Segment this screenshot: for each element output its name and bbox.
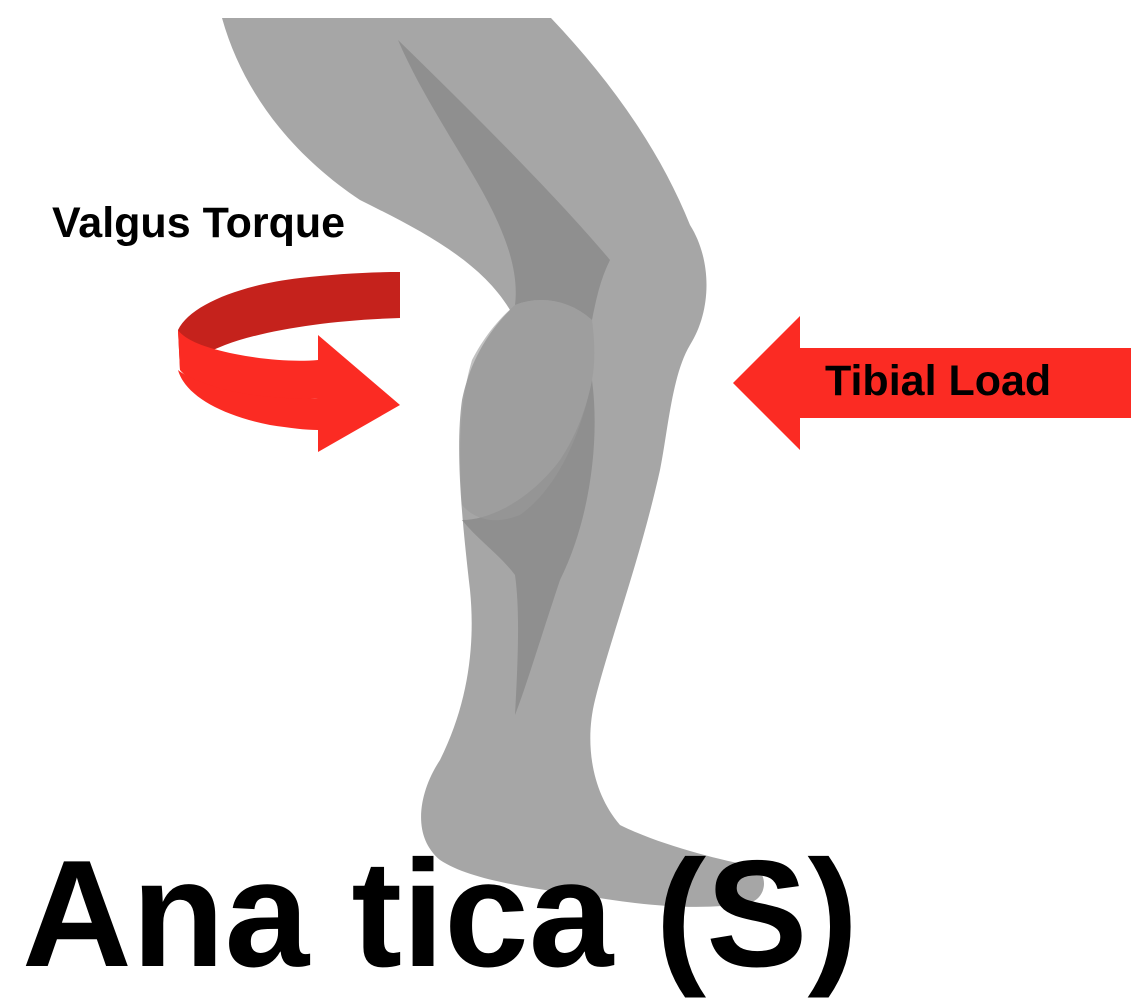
valgus-torque-label: Valgus Torque — [52, 202, 345, 245]
tibial-load-label: Tibial Load — [825, 360, 1051, 403]
knee-loading-diagram — [0, 0, 1131, 929]
bottom-caption-partial: Ana tica (S) — [22, 838, 858, 990]
leg-silhouette — [222, 18, 764, 907]
torque-arrow-head — [318, 335, 400, 452]
curved-arrow-icon — [178, 272, 400, 452]
